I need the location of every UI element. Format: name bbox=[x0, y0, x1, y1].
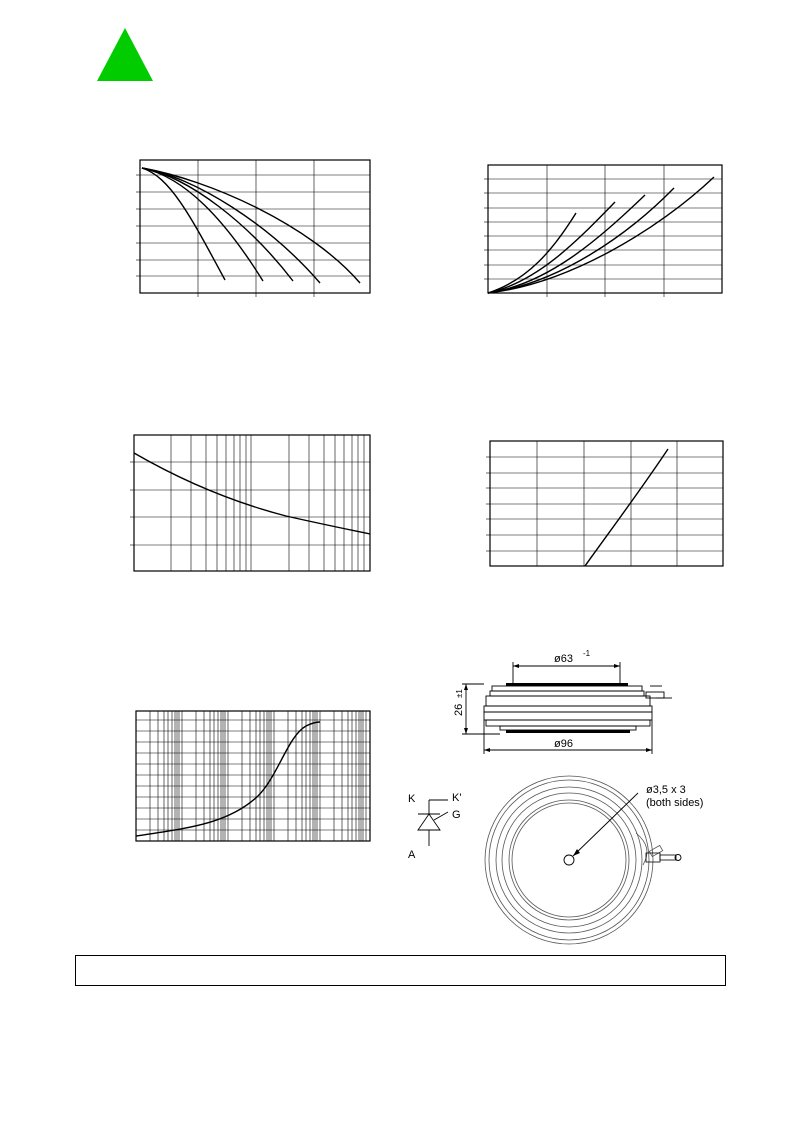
chart-middle-right-grid bbox=[486, 441, 723, 566]
symbol-cathode-label: K bbox=[408, 793, 416, 805]
package-top-plate bbox=[506, 683, 628, 686]
package-top-view: ø3,5 x 3 (both sides) bbox=[484, 775, 703, 945]
dim-top-tolerance: -1 bbox=[583, 649, 591, 658]
chart-top-left-curve-3 bbox=[141, 167, 294, 282]
chart-bottom-left-curve-1 bbox=[135, 721, 321, 837]
hole-label-line1: ø3,5 x 3 bbox=[646, 784, 686, 796]
logo-triangle-shape bbox=[97, 28, 153, 81]
chart-top-right-curve-2 bbox=[487, 201, 616, 294]
chart-middle-right-curve-1 bbox=[584, 448, 669, 567]
chart-top-left-frame bbox=[139, 159, 371, 294]
chart-bottom-left bbox=[135, 710, 371, 842]
chart-top-right-frame bbox=[487, 164, 723, 294]
chart-top-right-curve-5 bbox=[487, 176, 715, 294]
chart-middle-right-frame bbox=[489, 440, 724, 567]
dim-height: 26 bbox=[453, 704, 465, 716]
footer-box bbox=[75, 955, 726, 986]
chart-top-left bbox=[136, 159, 371, 297]
chart-top-left-grid bbox=[136, 160, 370, 297]
outer-ring bbox=[484, 775, 654, 945]
dim-bottom-diameter: ø96 bbox=[554, 738, 573, 750]
symbol-aux-cathode-label: K' bbox=[452, 792, 461, 804]
chart-top-right-curve-3 bbox=[487, 194, 646, 294]
chart-middle-left bbox=[130, 434, 371, 572]
chart-top-left-curve-4 bbox=[141, 167, 321, 284]
chart-bottom-left-frame bbox=[135, 710, 371, 842]
thyristor-symbol: K K' G A bbox=[408, 792, 461, 861]
center-hole bbox=[563, 854, 575, 866]
chart-middle-left-grid bbox=[130, 435, 370, 571]
chart-bottom-left-grid bbox=[136, 711, 370, 841]
chart-top-right-curve-4 bbox=[487, 187, 675, 294]
package-side-view: ø63 -1 26 ±1 ø96 bbox=[453, 649, 672, 754]
hole-label-line2: (both sides) bbox=[646, 797, 703, 809]
dim-top-diameter: ø63 bbox=[554, 653, 573, 665]
chart-middle-left-frame bbox=[133, 434, 371, 572]
symbol-anode-label: A bbox=[408, 849, 416, 861]
chart-top-right-curve-1 bbox=[487, 212, 577, 294]
symbol-gate-label: G bbox=[452, 809, 461, 821]
package-bottom-plate bbox=[506, 730, 630, 733]
logo-triangle-icon bbox=[97, 28, 153, 81]
chart-middle-left-curve-1 bbox=[133, 452, 371, 535]
chart-top-left-curve-1 bbox=[141, 167, 226, 281]
dim-height-tolerance: ±1 bbox=[455, 689, 464, 698]
chart-top-left-curve-2 bbox=[141, 167, 264, 282]
chart-top-left-curve-5 bbox=[141, 167, 361, 284]
chart-middle-right bbox=[486, 440, 724, 567]
chart-top-right bbox=[484, 164, 723, 297]
